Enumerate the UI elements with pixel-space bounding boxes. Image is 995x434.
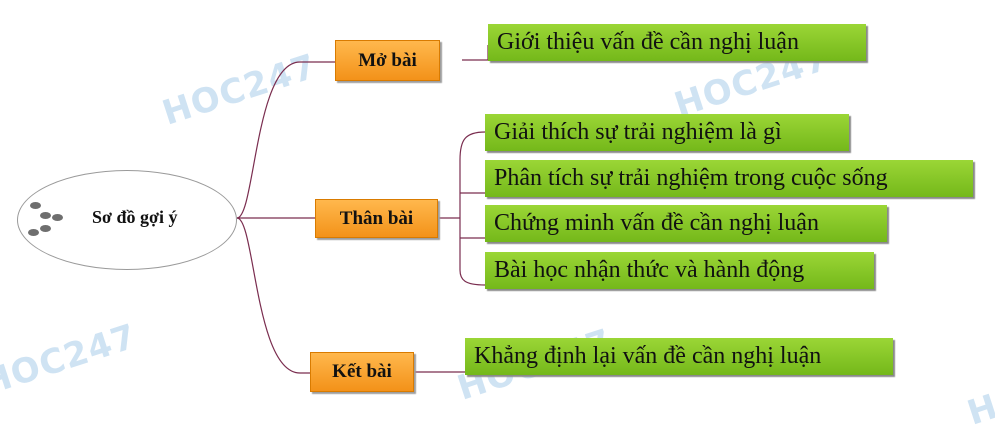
leaf-than-bai-3: Chứng minh vấn đề cần nghị luận <box>485 205 887 242</box>
connector-lines <box>236 45 489 374</box>
leaf-than-bai-2: Phân tích sự trải nghiệm trong cuộc sống <box>485 160 973 197</box>
bullet-dot-icon <box>28 229 39 236</box>
leaf-than-bai-1: Giải thích sự trải nghiệm là gì <box>485 114 849 151</box>
bullet-dot-icon <box>40 225 51 232</box>
branch-ket-bai: Kết bài <box>310 352 414 392</box>
bullet-dot-icon <box>30 202 41 209</box>
connector-root-mo-bai <box>236 61 335 219</box>
leaf-ket-bai-1: Khẳng định lại vấn đề cần nghị luận <box>465 338 893 375</box>
connector-than-bai-leaves <box>459 131 486 286</box>
leaf-than-bai-4: Bài học nhận thức và hành động <box>485 252 874 289</box>
connector-mo-bai-leaf <box>462 45 489 61</box>
bullet-dot-icon <box>52 214 63 221</box>
connector-root-ket-bai <box>236 217 310 374</box>
leaf-mo-bai-1: Giới thiệu vấn đề cần nghị luận <box>488 24 866 61</box>
root-label: Sơ đồ gợi ý <box>92 207 178 227</box>
branch-mo-bai: Mở bài <box>335 40 440 81</box>
branch-than-bai: Thân bài <box>315 199 438 238</box>
bullet-dot-icon <box>40 212 51 219</box>
